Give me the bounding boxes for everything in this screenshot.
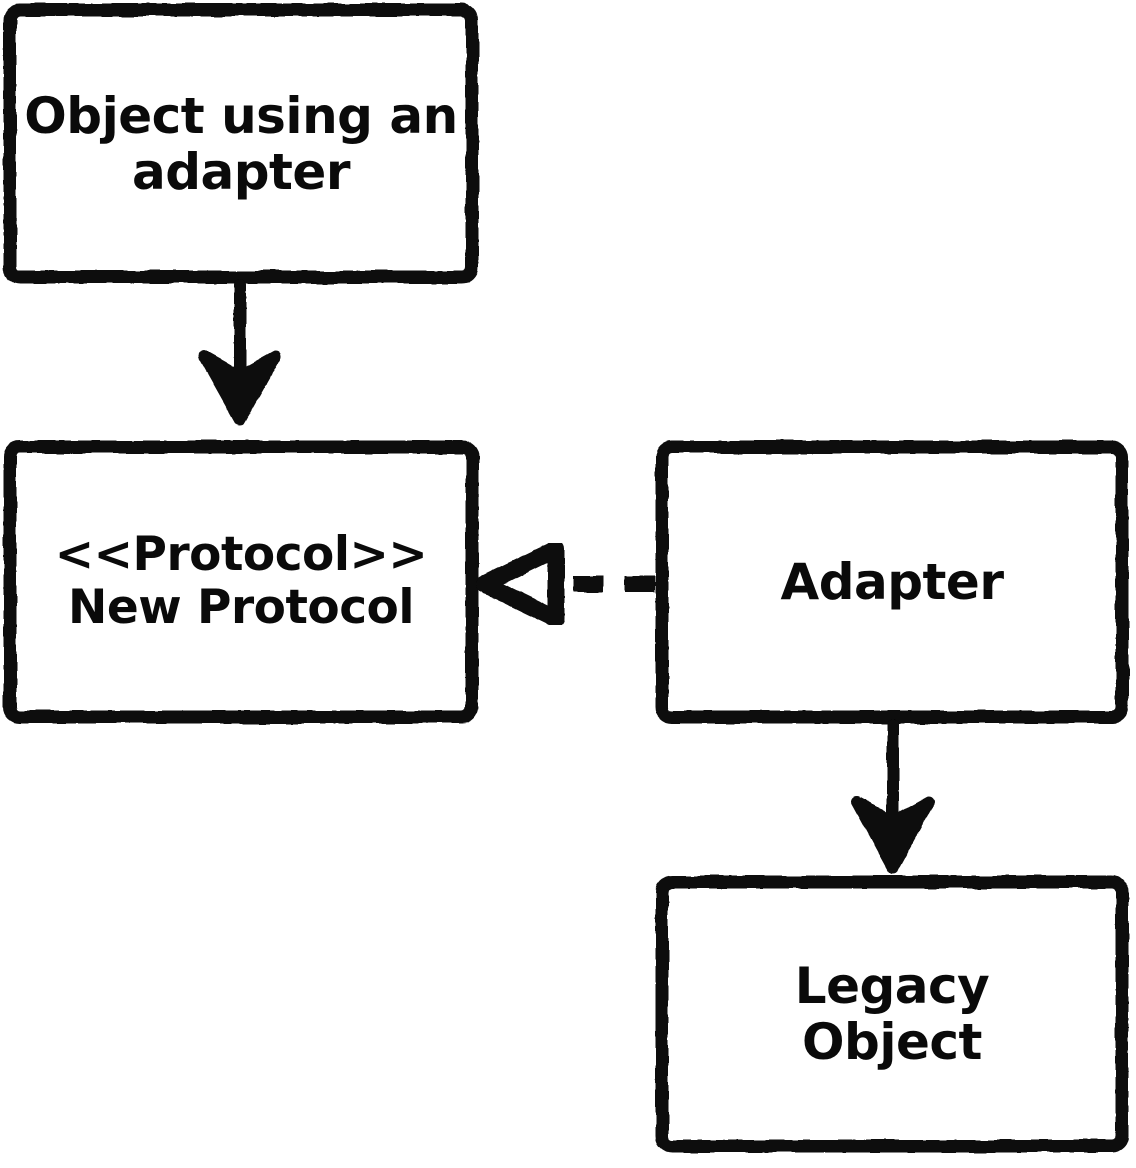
node-legacy-object[interactable]: Legacy Object bbox=[655, 875, 1129, 1153]
edge-client-to-protocol[interactable] bbox=[205, 283, 277, 423]
box-outline-legacy bbox=[655, 875, 1129, 1153]
node-label-client: Object using an adapter bbox=[24, 86, 458, 201]
edge-adapter-to-protocol[interactable] bbox=[478, 548, 660, 622]
node-adapter[interactable]: Adapter bbox=[655, 440, 1129, 724]
arrow-adapter-to-legacy bbox=[851, 719, 935, 874]
arrow-client-to-protocol bbox=[198, 279, 282, 426]
node-object-using-an-adapter[interactable]: Object using an adapter bbox=[3, 3, 479, 284]
box-outline-adapter bbox=[655, 440, 1129, 724]
node-label-adapter: Adapter bbox=[780, 553, 1005, 611]
edge-adapter-to-legacy[interactable] bbox=[858, 723, 930, 871]
node-label-legacy: Legacy Object bbox=[794, 957, 990, 1071]
box-outline-protocol bbox=[3, 440, 479, 724]
node-new-protocol[interactable]: <<Protocol>> New Protocol bbox=[3, 440, 479, 724]
node-label-protocol: <<Protocol>> New Protocol bbox=[54, 527, 428, 635]
box-outline-client bbox=[3, 3, 479, 284]
arrow-adapter-realizes-protocol bbox=[475, 540, 655, 628]
